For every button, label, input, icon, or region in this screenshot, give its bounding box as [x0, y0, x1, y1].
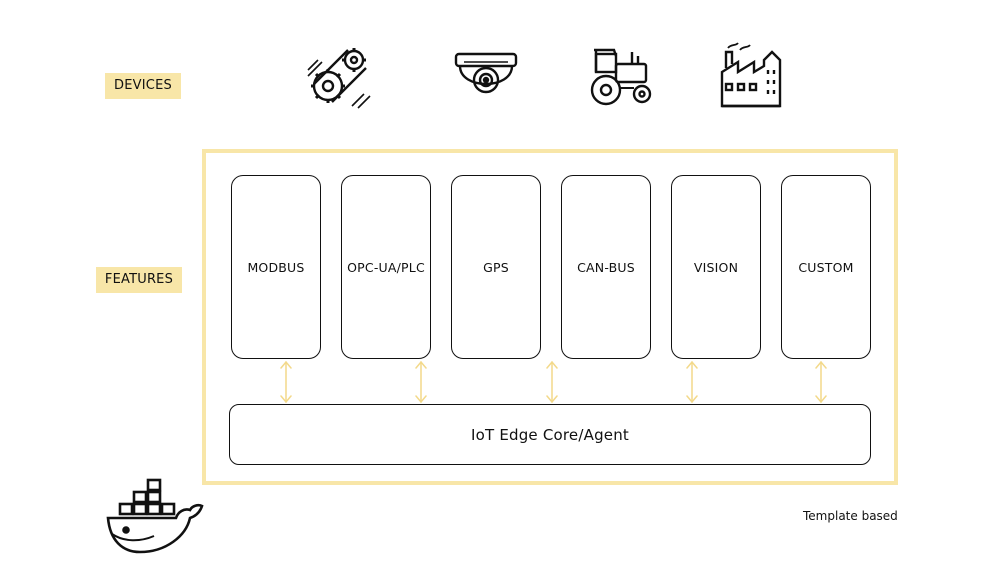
feature-modbus[interactable]: MODBUS [231, 175, 321, 359]
features-label: FEATURES [96, 267, 182, 293]
feature-label: GPS [483, 259, 509, 275]
feature-can-bus[interactable]: CAN-BUS [561, 175, 651, 359]
core-label: IoT Edge Core/Agent [470, 425, 630, 444]
factory-icon [716, 40, 788, 112]
arrow-custom-core [815, 360, 827, 404]
feature-gps[interactable]: GPS [451, 175, 541, 359]
feature-opc-ua-plc[interactable]: OPC-UA/PLC [341, 175, 431, 359]
template-note: Template based [803, 509, 898, 523]
gear-belt-icon [304, 40, 376, 112]
feature-label: OPC-UA/PLC [347, 259, 425, 275]
tractor-icon [586, 40, 658, 112]
devices-label: DEVICES [105, 73, 181, 99]
docker-whale-icon [104, 476, 208, 556]
arrow-canbus-core [686, 360, 698, 404]
feature-label: VISION [693, 259, 739, 275]
arrow-modbus-core [280, 360, 292, 404]
feature-label: CUSTOM [798, 259, 854, 275]
features-frame [202, 149, 898, 485]
security-camera-icon [450, 40, 522, 112]
feature-label: CAN-BUS [577, 259, 635, 275]
arrow-opcua-core [415, 360, 427, 404]
feature-vision[interactable]: VISION [671, 175, 761, 359]
feature-custom[interactable]: CUSTOM [781, 175, 871, 359]
feature-label: MODBUS [247, 259, 305, 275]
iot-edge-core-box[interactable]: IoT Edge Core/Agent [229, 404, 871, 465]
arrow-gps-core [546, 360, 558, 404]
